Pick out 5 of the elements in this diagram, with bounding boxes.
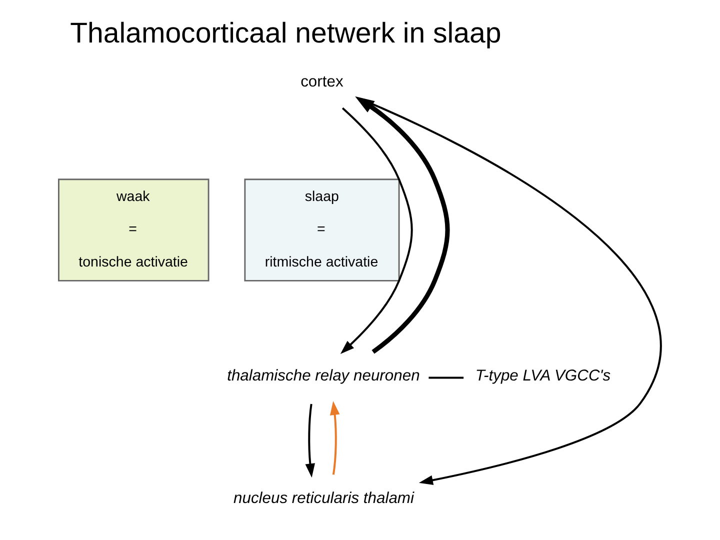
node-text: cortex xyxy=(300,73,344,90)
node-text: T-type LVA VGCC's xyxy=(475,367,611,384)
node-text: thalamische relay neuronen xyxy=(227,367,420,384)
node-text: nucleus reticularis thalami xyxy=(234,490,414,508)
diagram-title: Thalamocorticaal netwerk in slaap xyxy=(70,17,502,50)
